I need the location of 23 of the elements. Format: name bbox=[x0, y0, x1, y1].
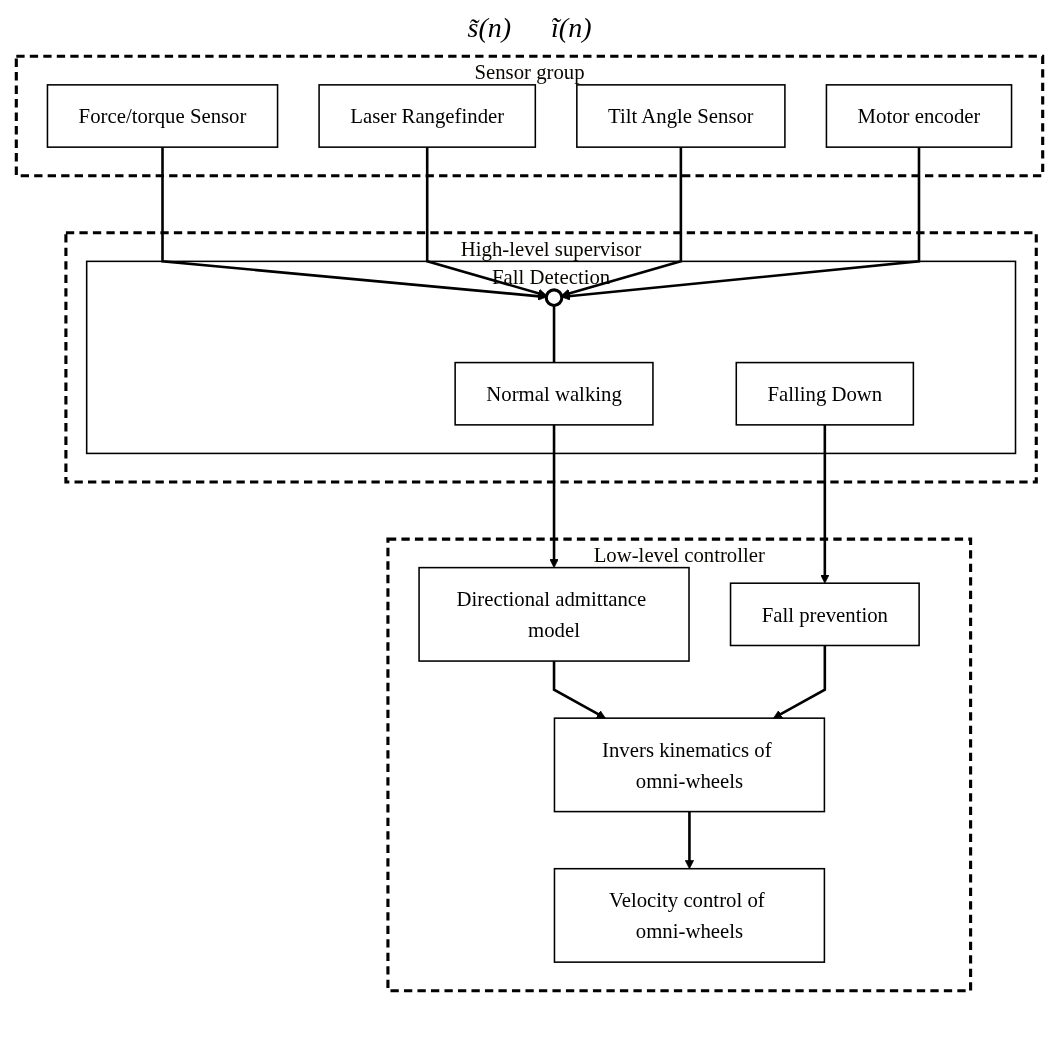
arrow bbox=[549, 424, 559, 569]
node-box: Tilt Angle Sensor bbox=[576, 84, 786, 148]
connector bbox=[552, 305, 556, 363]
node-box: Fall prevention bbox=[729, 582, 920, 647]
arrow bbox=[552, 661, 606, 719]
signal-label: ĩ(n) bbox=[551, 12, 592, 44]
node-box: Directional admittance model bbox=[418, 566, 690, 662]
node-circle bbox=[544, 288, 564, 308]
arrow bbox=[773, 645, 827, 719]
node-box: Laser Rangefinder bbox=[318, 84, 537, 148]
node-box: Invers kinematics of omni-wheels bbox=[553, 717, 826, 813]
arrow bbox=[161, 147, 547, 301]
node-box: Normal walking bbox=[454, 361, 654, 426]
node-box: Motor encoder bbox=[825, 84, 1013, 148]
node-box: Falling Down bbox=[735, 361, 915, 426]
node-box: Force/torque Sensor bbox=[46, 84, 279, 148]
arrow bbox=[561, 147, 921, 301]
arrow bbox=[820, 424, 830, 584]
arrow bbox=[425, 147, 547, 298]
arrow bbox=[561, 147, 683, 298]
node-box: Velocity control of omni-wheels bbox=[553, 867, 826, 963]
arrow bbox=[684, 811, 694, 870]
signal-label: s̃(n) bbox=[467, 12, 512, 44]
